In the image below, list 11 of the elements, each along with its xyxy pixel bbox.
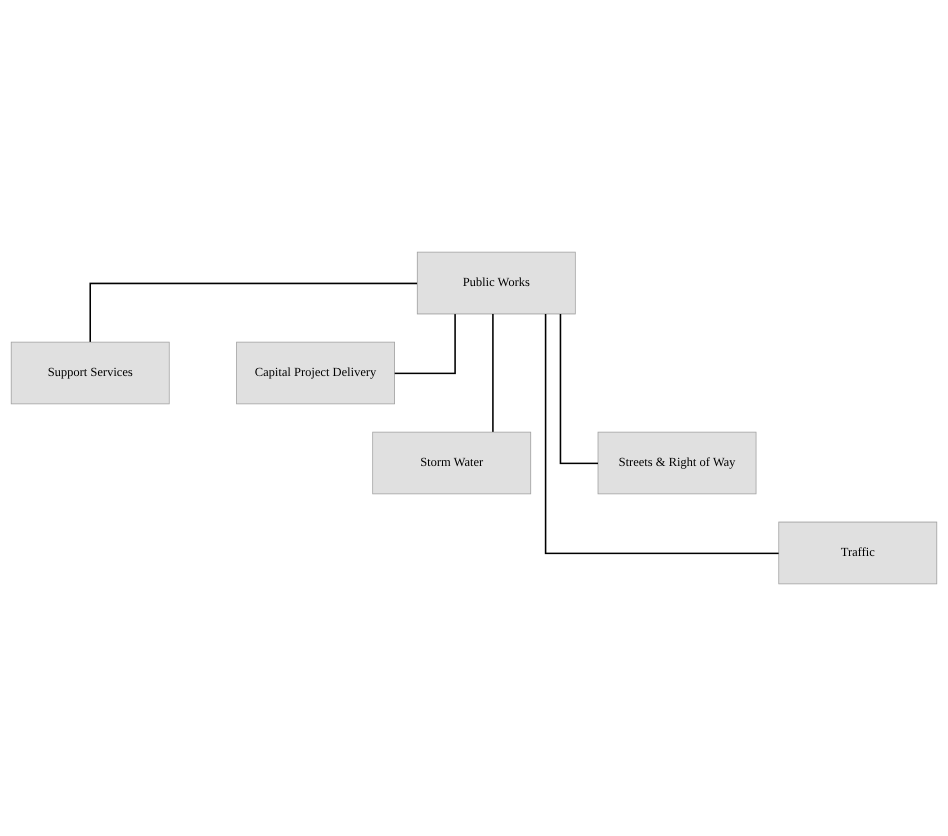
connector xyxy=(544,314,779,554)
connector xyxy=(560,314,598,464)
node-box: Storm Water xyxy=(372,432,532,494)
connector xyxy=(89,282,418,342)
node-box: Support Services xyxy=(10,342,170,404)
connector xyxy=(394,314,456,374)
node-box: Capital Project Delivery xyxy=(236,342,395,404)
node-box: Traffic xyxy=(778,522,938,584)
node-box: Public Works xyxy=(416,252,576,314)
connector xyxy=(492,314,494,432)
node-box: Streets & Right of Way xyxy=(598,432,756,494)
